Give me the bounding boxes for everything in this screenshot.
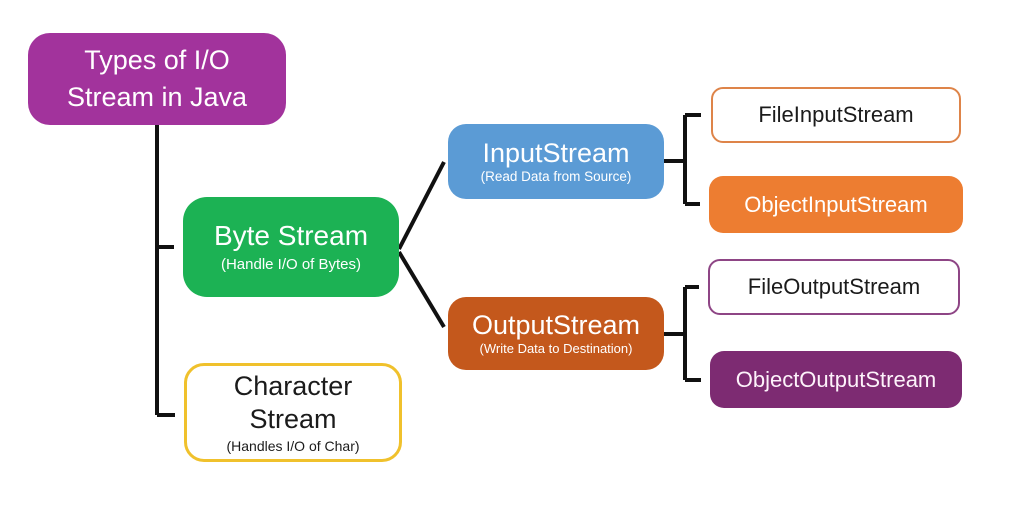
node-file-input-stream: FileInputStream (711, 87, 961, 143)
node-subtitle: (Write Data to Destination) (479, 341, 633, 356)
node-character-stream: Character Stream (Handles I/O of Char) (184, 363, 402, 462)
node-label: ObjectInputStream (744, 191, 928, 217)
edge-byte-to-output (397, 250, 446, 329)
node-label: InputStream (482, 138, 630, 168)
edge-byte-to-input (397, 161, 446, 250)
node-object-output-stream: ObjectOutputStream (710, 351, 962, 408)
node-label: FileOutputStream (747, 274, 921, 299)
node-output-stream: OutputStream (Write Data to Destination) (448, 297, 664, 370)
node-types-of-io-stream: Types of I/O Stream in Java (28, 33, 286, 125)
node-input-stream: InputStream (Read Data from Source) (448, 124, 664, 199)
node-object-input-stream: ObjectInputStream (709, 176, 963, 233)
node-label: Types of I/O Stream in Java (66, 45, 248, 112)
node-label: OutputStream (471, 310, 641, 340)
node-subtitle: (Handle I/O of Bytes) (220, 256, 362, 273)
node-subtitle: (Handles I/O of Char) (226, 438, 360, 454)
node-label: Byte Stream (213, 220, 369, 251)
node-label: FileInputStream (758, 102, 914, 127)
node-label: Character Stream (233, 371, 353, 434)
node-label: ObjectOutputStream (735, 366, 937, 392)
node-byte-stream: Byte Stream (Handle I/O of Bytes) (183, 197, 399, 297)
node-file-output-stream: FileOutputStream (708, 259, 960, 315)
node-subtitle: (Read Data from Source) (480, 169, 632, 184)
